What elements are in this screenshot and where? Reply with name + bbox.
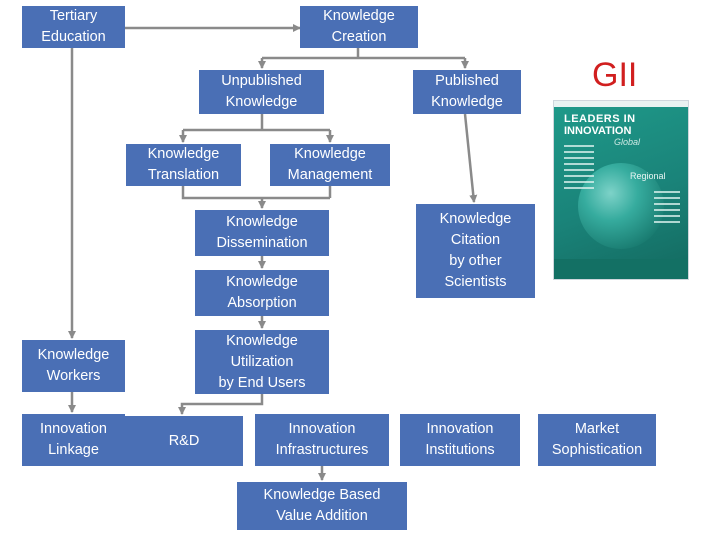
connector-to-rnd (178, 394, 264, 415)
node-innovation-linkage: Innovation Linkage (22, 414, 125, 466)
node-knowledge-utilization: Knowledge Utilization by End Users (195, 330, 329, 394)
node-knowledge-citation: Knowledge Citation by other Scientists (416, 204, 535, 298)
cover-subtitle: Global (614, 137, 641, 147)
node-knowledge-creation: Knowledge Creation (300, 6, 418, 48)
cover-region-label: Regional (630, 171, 666, 181)
connector-to-citation (463, 113, 478, 203)
cover-title-line1: LEADERS IN (564, 113, 636, 125)
node-market-sophistication: Market Sophistication (538, 414, 656, 466)
connector-translation-down (181, 186, 330, 200)
cover-list-right (654, 191, 680, 227)
node-knowledge-value-addition: Knowledge Based Value Addition (237, 482, 407, 530)
cover-banner (554, 101, 688, 107)
cover-footer (554, 259, 688, 279)
gii-title: GII (592, 56, 638, 94)
node-knowledge-absorption: Knowledge Absorption (195, 270, 329, 316)
node-knowledge-workers: Knowledge Workers (22, 340, 125, 392)
node-knowledge-management: Knowledge Management (270, 144, 390, 186)
node-rnd: R&D (125, 416, 243, 466)
cover-list-left (564, 145, 594, 193)
cover-title-line2: INNOVATION (564, 125, 632, 137)
node-innovation-institutions: Innovation Institutions (400, 414, 520, 466)
node-published-knowledge: Published Knowledge (413, 70, 521, 114)
connector-unpublished-split (183, 114, 330, 132)
node-knowledge-dissemination: Knowledge Dissemination (195, 210, 329, 256)
globe-icon (578, 163, 664, 249)
node-unpublished-knowledge: Unpublished Knowledge (199, 70, 324, 114)
node-knowledge-translation: Knowledge Translation (126, 144, 241, 186)
node-tertiary-education: Tertiary Education (22, 6, 125, 48)
connector-creation-split (262, 48, 465, 60)
gii-report-cover-image: LEADERS IN INNOVATION Global Regional (553, 100, 689, 280)
node-innovation-infrastructures: Innovation Infrastructures (255, 414, 389, 466)
